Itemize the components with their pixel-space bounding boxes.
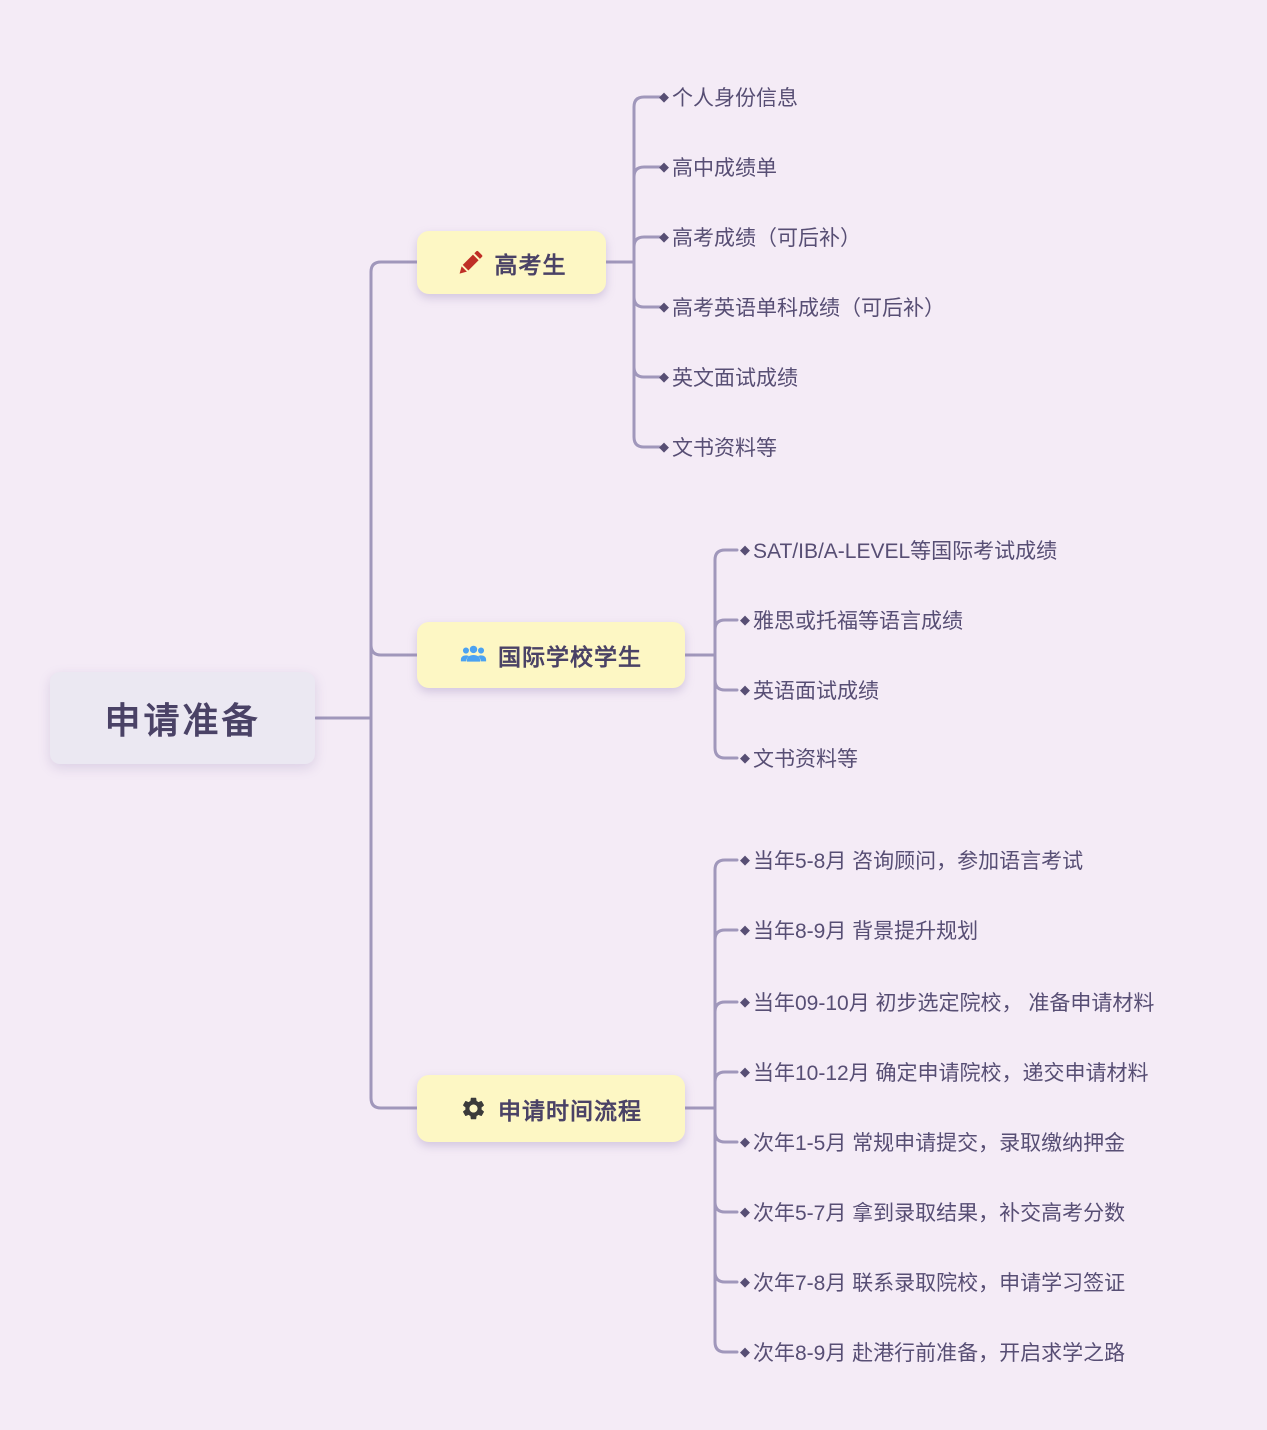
leaf-node[interactable]: ◆次年8-9月 赴港行前准备，开启求学之路 (740, 1342, 1126, 1365)
diamond-bullet-icon: ◆ (740, 682, 750, 697)
leaf-node[interactable]: ◆文书资料等 (659, 437, 777, 460)
diamond-bullet-icon: ◆ (659, 299, 669, 314)
leaf-node[interactable]: ◆英文面试成绩 (659, 367, 798, 390)
leaf-node[interactable]: ◆当年10-12月 确定申请院校，递交申请材料 (740, 1062, 1149, 1085)
diamond-bullet-icon: ◆ (740, 852, 750, 867)
branch2-lines (683, 548, 739, 760)
leaf-node[interactable]: ◆SAT/IB/A-LEVEL等国际考试成绩 (740, 540, 1058, 563)
leaf-node[interactable]: ◆高考英语单科成绩（可后补） (659, 297, 945, 320)
users-icon (460, 642, 487, 669)
branch-node-label: 申请时间流程 (498, 1097, 642, 1124)
leaf-node[interactable]: ◆雅思或托福等语言成绩 (740, 610, 963, 633)
leaf-node[interactable]: ◆文书资料等 (740, 748, 858, 771)
leaf-node[interactable]: ◆个人身份信息 (659, 87, 798, 110)
diamond-bullet-icon: ◆ (740, 750, 750, 765)
leaf-node[interactable]: ◆高考成绩（可后补） (659, 227, 861, 250)
diamond-bullet-icon: ◆ (659, 369, 669, 384)
leaf-node[interactable]: ◆英语面试成绩 (740, 680, 879, 703)
root-node-label: 申请准备 (104, 700, 261, 741)
diamond-bullet-icon: ◆ (740, 1344, 750, 1359)
leaf-node[interactable]: ◆次年1-5月 常规申请提交，录取缴纳押金 (740, 1132, 1126, 1155)
branch-node-international[interactable]: 国际学校学生 (417, 622, 685, 688)
branch1-lines (604, 95, 662, 449)
diamond-bullet-icon: ◆ (659, 89, 669, 104)
branch-node-gaokao[interactable]: 高考生 (417, 231, 606, 294)
branch-node-label: 国际学校学生 (498, 644, 642, 670)
pencil-icon (457, 249, 484, 276)
leaf-node[interactable]: ◆高中成绩单 (659, 157, 777, 180)
diamond-bullet-icon: ◆ (740, 922, 750, 937)
leaf-node[interactable]: ◆当年5-8月 咨询顾问，参加语言考试 (740, 850, 1084, 873)
leaf-node[interactable]: ◆当年8-9月 背景提升规划 (740, 920, 979, 943)
diamond-bullet-icon: ◆ (659, 229, 669, 244)
leaf-node[interactable]: ◆次年7-8月 联系录取院校，申请学习签证 (740, 1272, 1126, 1295)
diamond-bullet-icon: ◆ (740, 1064, 750, 1079)
branch3-lines (683, 858, 739, 1354)
diamond-bullet-icon: ◆ (740, 612, 750, 627)
diamond-bullet-icon: ◆ (740, 994, 750, 1009)
diamond-bullet-icon: ◆ (740, 1134, 750, 1149)
gear-icon (460, 1095, 487, 1122)
branch-node-timeline[interactable]: 申请时间流程 (417, 1075, 685, 1142)
branch-node-label: 高考生 (494, 251, 567, 278)
diamond-bullet-icon: ◆ (659, 159, 669, 174)
diamond-bullet-icon: ◆ (740, 542, 750, 557)
leaf-node[interactable]: ◆次年5-7月 拿到录取结果，补交高考分数 (740, 1202, 1126, 1225)
trunk-line (314, 260, 420, 1110)
diamond-bullet-icon: ◆ (659, 439, 669, 454)
diamond-bullet-icon: ◆ (740, 1274, 750, 1289)
root-node[interactable]: 申请准备 (50, 672, 315, 764)
leaf-node[interactable]: ◆当年09-10月 初步选定院校， 准备申请材料 (740, 992, 1155, 1015)
diamond-bullet-icon: ◆ (740, 1204, 750, 1219)
